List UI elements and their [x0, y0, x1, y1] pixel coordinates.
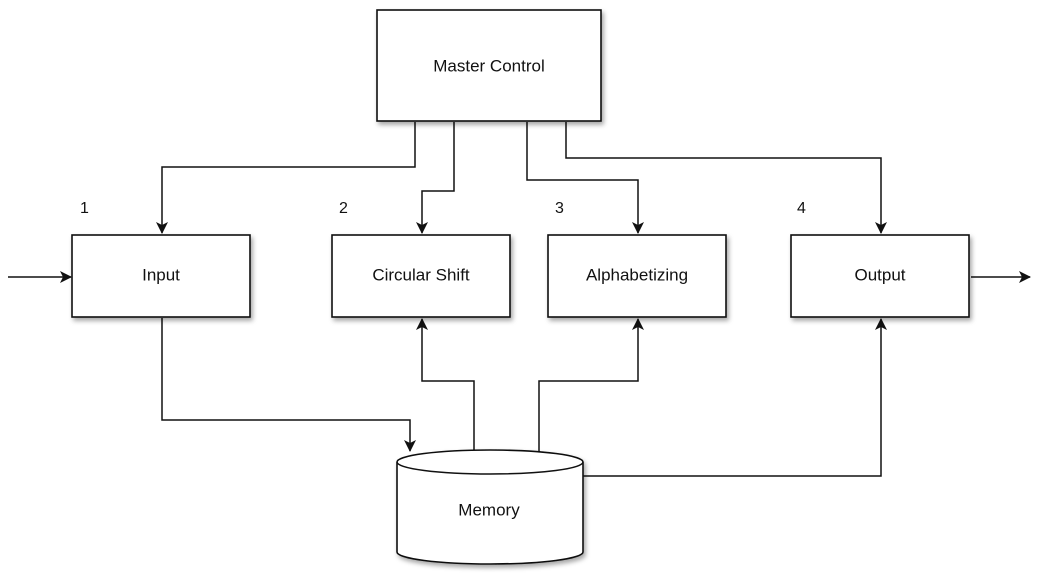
- control-to-output-arrow: [565, 122, 887, 234]
- master-control-label: Master Control: [433, 56, 544, 75]
- module-number-3: 3: [555, 200, 564, 217]
- control-to-circular-shift-arrow: [416, 122, 455, 234]
- control-to-alphabetizing-arrow: [526, 122, 644, 234]
- module-number-1: 1: [80, 200, 89, 217]
- input-node: Input: [71, 234, 251, 318]
- alphabetizing-label: Alphabetizing: [586, 265, 688, 284]
- module-number-2: 2: [339, 200, 348, 217]
- memory-cylinder-rim: [396, 461, 584, 475]
- connectors: [8, 122, 1031, 477]
- input-label: Input: [142, 265, 180, 284]
- memory-to-output-arrow: [583, 318, 887, 477]
- master-control-node: Master Control: [376, 9, 602, 122]
- module-number-4: 4: [797, 200, 806, 217]
- memory-label: Memory: [458, 500, 520, 519]
- circular-shift-memory-arrow: [416, 318, 480, 461]
- control-to-input-arrow: [156, 122, 416, 234]
- memory-cylinder-body: [396, 449, 584, 565]
- input-to-memory-arrow: [161, 318, 416, 452]
- output-label: Output: [854, 265, 905, 284]
- circular-shift-label: Circular Shift: [372, 265, 470, 284]
- alphabetizing-node: Alphabetizing: [547, 234, 727, 318]
- alphabetizing-memory-arrow: [533, 318, 644, 461]
- circular-shift-node: Circular Shift: [331, 234, 511, 318]
- output-node: Output: [790, 234, 970, 318]
- memory-node: Memory: [396, 449, 584, 565]
